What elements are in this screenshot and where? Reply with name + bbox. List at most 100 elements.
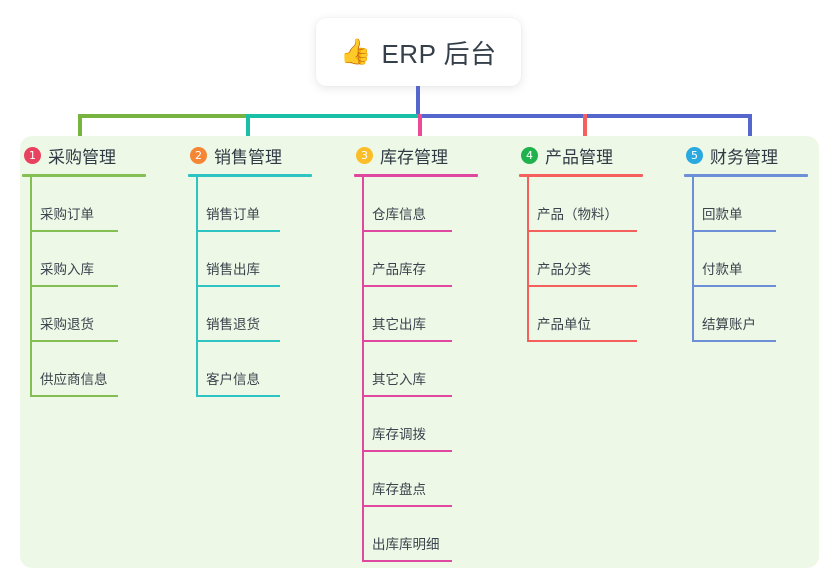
list-item-label: 产品库存 — [372, 262, 426, 277]
column-title-sales: 销售管理 — [214, 147, 282, 167]
column-underline-purchase — [22, 174, 146, 177]
list-item-underline — [196, 230, 280, 232]
column-items-sales: 销售订单销售出库销售退货客户信息 — [188, 177, 312, 397]
list-item[interactable]: 产品库存 — [354, 232, 478, 287]
list-item-label: 其它入库 — [372, 372, 426, 387]
column-header-product[interactable]: 4 产品管理 — [519, 136, 643, 174]
column-spine-purchase — [30, 177, 32, 397]
list-item[interactable]: 产品（物料） — [519, 177, 643, 232]
list-item-label: 产品（物料） — [537, 207, 618, 222]
column-header-inventory[interactable]: 3 库存管理 — [354, 136, 478, 174]
column-spine-finance — [692, 177, 694, 342]
list-item-label: 客户信息 — [206, 372, 260, 387]
column-badge-finance: 5 — [686, 146, 703, 164]
list-item-label: 其它出库 — [372, 317, 426, 332]
list-item-label: 采购入库 — [40, 262, 94, 277]
list-item[interactable]: 销售退货 — [188, 287, 312, 342]
list-item[interactable]: 采购订单 — [22, 177, 146, 232]
column-spine-inventory — [362, 177, 364, 562]
list-item-underline — [362, 450, 452, 452]
root-node[interactable]: 👍 ERP 后台 — [316, 18, 521, 86]
list-item[interactable]: 库存调拨 — [354, 397, 478, 452]
list-item-underline — [362, 340, 452, 342]
list-item-underline — [196, 285, 280, 287]
list-item-underline — [692, 285, 776, 287]
connector-trunk — [416, 86, 420, 116]
list-item-label: 产品单位 — [537, 317, 591, 332]
list-item-label: 采购退货 — [40, 317, 94, 332]
column-badge-inventory: 3 — [356, 146, 373, 164]
list-item-underline — [362, 230, 452, 232]
list-item-underline — [30, 230, 118, 232]
column-spine-product — [527, 177, 529, 342]
list-item[interactable]: 回款单 — [684, 177, 808, 232]
list-item-label: 销售出库 — [206, 262, 260, 277]
list-item-underline — [30, 340, 118, 342]
connector-drop-product — [583, 114, 587, 143]
column-badge-sales: 2 — [190, 146, 207, 164]
list-item-label: 库存盘点 — [372, 482, 426, 497]
list-item-underline — [362, 395, 452, 397]
column-product: 4 产品管理产品（物料） 产品分类产品单位 — [519, 136, 643, 342]
column-title-inventory: 库存管理 — [380, 147, 448, 167]
column-inventory: 3 库存管理仓库信息产品库存其它出库其它入库库存调拨库存盘点出库库明细 — [354, 136, 478, 562]
list-item[interactable]: 付款单 — [684, 232, 808, 287]
list-item-underline — [196, 395, 280, 397]
connector-bus-teal — [246, 114, 418, 118]
thumbs-up-icon: 👍 — [340, 37, 372, 66]
list-item[interactable]: 出库库明细 — [354, 507, 478, 562]
list-item[interactable]: 其它入库 — [354, 342, 478, 397]
list-item-label: 销售退货 — [206, 317, 260, 332]
list-item-underline — [527, 230, 637, 232]
column-underline-product — [519, 174, 643, 177]
list-item[interactable]: 库存盘点 — [354, 452, 478, 507]
list-item-label: 仓库信息 — [372, 207, 426, 222]
column-title-purchase: 采购管理 — [48, 147, 116, 167]
column-title-product: 产品管理 — [545, 147, 613, 167]
column-items-finance: 回款单付款单结算账户 — [684, 177, 808, 342]
list-item-underline — [196, 340, 280, 342]
list-item[interactable]: 销售出库 — [188, 232, 312, 287]
list-item[interactable]: 销售订单 — [188, 177, 312, 232]
list-item-label: 产品分类 — [537, 262, 591, 277]
column-underline-finance — [684, 174, 808, 177]
list-item-underline — [692, 340, 776, 342]
column-title-finance: 财务管理 — [710, 147, 778, 167]
connector-bus-green — [78, 114, 246, 118]
list-item-label: 出库库明细 — [372, 537, 440, 552]
list-item-underline — [362, 285, 452, 287]
list-item[interactable]: 采购入库 — [22, 232, 146, 287]
list-item-underline — [362, 560, 452, 562]
list-item[interactable]: 供应商信息 — [22, 342, 146, 397]
column-items-inventory: 仓库信息产品库存其它出库其它入库库存调拨库存盘点出库库明细 — [354, 177, 478, 562]
list-item[interactable]: 采购退货 — [22, 287, 146, 342]
list-item-label: 销售订单 — [206, 207, 260, 222]
list-item[interactable]: 产品单位 — [519, 287, 643, 342]
list-item[interactable]: 仓库信息 — [354, 177, 478, 232]
column-spine-sales — [196, 177, 198, 397]
list-item-underline — [30, 285, 118, 287]
column-underline-inventory — [354, 174, 478, 177]
list-item-underline — [30, 395, 118, 397]
column-sales: 2 销售管理销售订单销售出库销售退货客户信息 — [188, 136, 312, 397]
column-header-sales[interactable]: 2 销售管理 — [188, 136, 312, 174]
connector-drop-finance — [748, 114, 752, 143]
list-item-underline — [527, 340, 637, 342]
column-finance: 5 财务管理回款单付款单结算账户 — [684, 136, 808, 342]
list-item[interactable]: 结算账户 — [684, 287, 808, 342]
list-item-underline — [362, 505, 452, 507]
column-badge-product: 4 — [521, 146, 538, 164]
list-item[interactable]: 客户信息 — [188, 342, 312, 397]
list-item-label: 采购订单 — [40, 207, 94, 222]
column-header-finance[interactable]: 5 财务管理 — [684, 136, 808, 174]
column-items-purchase: 采购订单采购入库采购退货供应商信息 — [22, 177, 146, 397]
list-item-label: 库存调拨 — [372, 427, 426, 442]
list-item[interactable]: 其它出库 — [354, 287, 478, 342]
root-node-title: ERP 后台 — [381, 38, 497, 69]
list-item[interactable]: 产品分类 — [519, 232, 643, 287]
connector-drop-inventory — [418, 114, 422, 143]
column-underline-sales — [188, 174, 312, 177]
